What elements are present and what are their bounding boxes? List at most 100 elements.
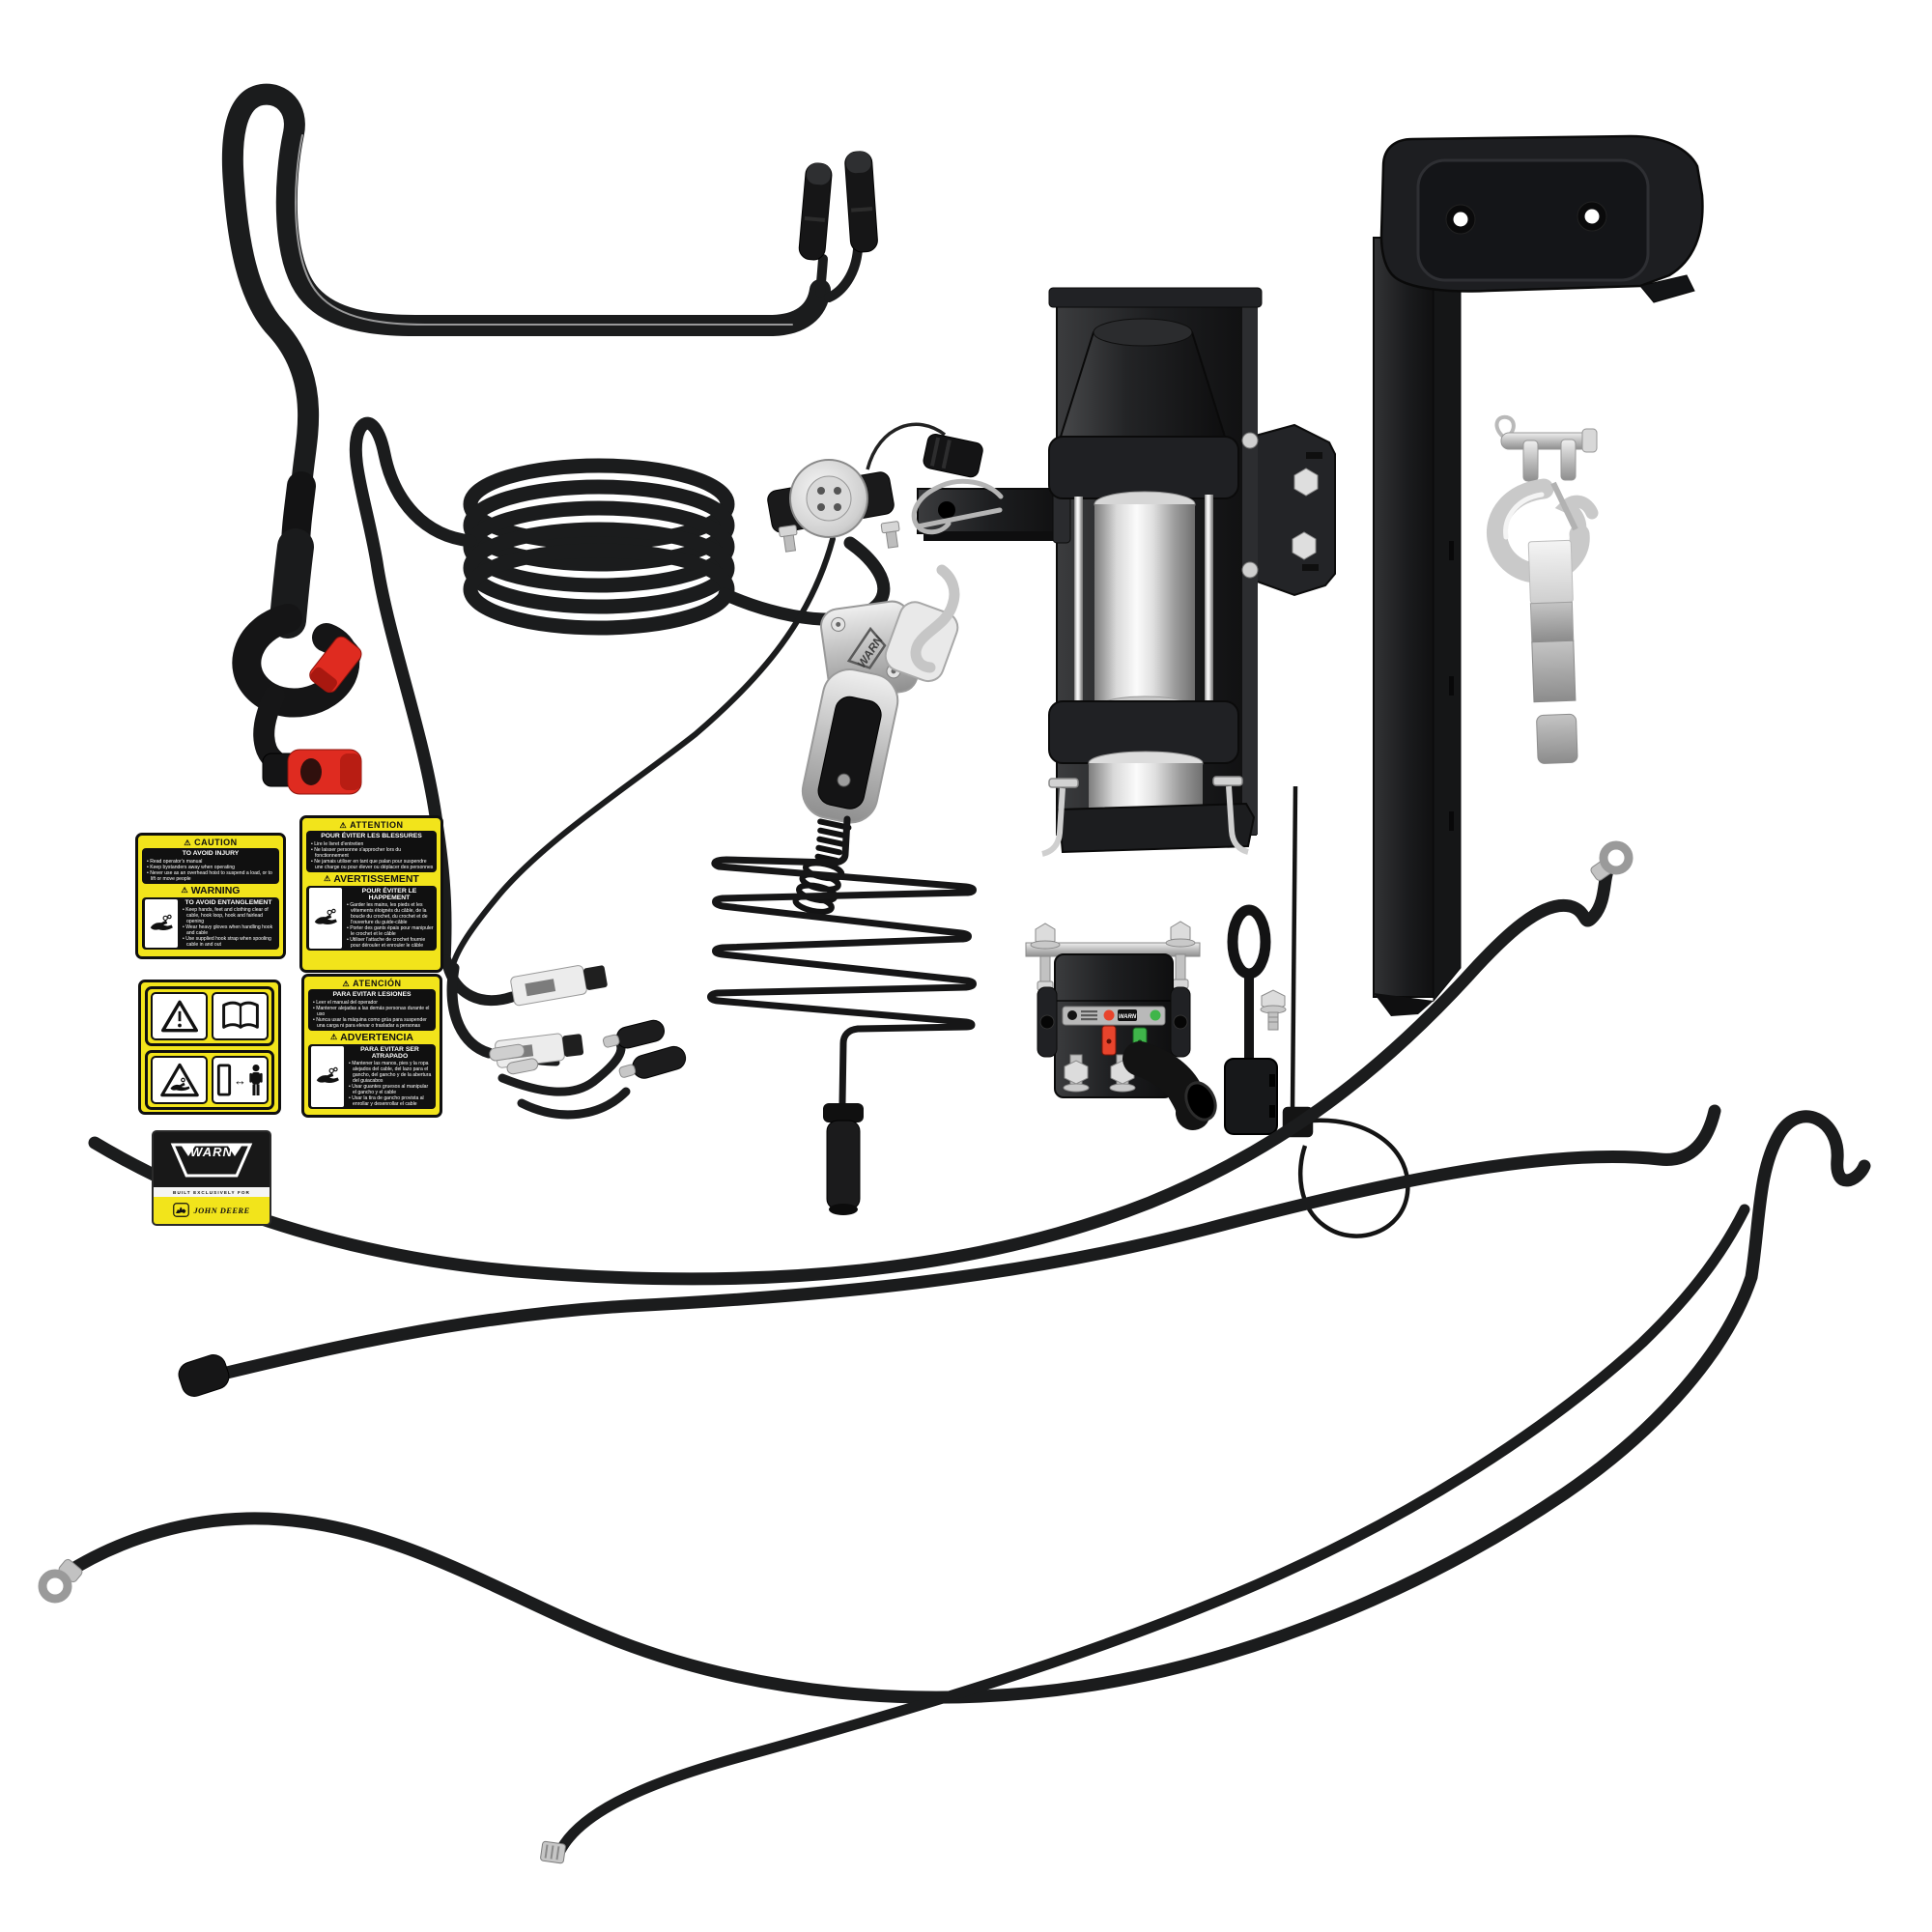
backplate-top-flange <box>1048 287 1263 308</box>
warning-item: Use supplied hook strap when spooling ca… <box>183 936 276 948</box>
harness-connector-cluster <box>440 954 631 1120</box>
cover-hole-1 <box>1445 204 1476 235</box>
caution-body: TO AVOID INJURY Read operator's manual K… <box>142 848 279 884</box>
warning-body: TO AVOID ENTANGLEMENT Keep hands, feet a… <box>142 896 279 950</box>
advertencia-item: Mantener las manos, pies y la ropa aleja… <box>349 1061 433 1084</box>
avertissement-title: AVERTISSEMENT <box>333 872 419 885</box>
cable-boot-end <box>178 1354 230 1397</box>
advertencia-heading: PARA EVITAR SER ATRAPADO <box>360 1045 419 1060</box>
harness-plug-1 <box>798 162 833 261</box>
hitch-pin <box>910 564 960 673</box>
avertissement-item: Utiliser l'attache de crochet fournie po… <box>347 937 434 949</box>
terminal-stud-1 <box>1063 1054 1090 1093</box>
attention-title: ATTENTION <box>350 820 404 830</box>
keep-distance-icon: ↔ <box>212 1056 269 1104</box>
switch-lever-assembly <box>232 471 362 795</box>
cable-to-connector <box>554 1204 1750 1857</box>
remote-button <box>837 773 851 787</box>
warning-triangle-icon <box>151 992 208 1040</box>
power-dot <box>1067 1010 1077 1020</box>
atencion-item: Leer el manual del operador <box>313 1000 433 1006</box>
boom-cover-flap <box>1639 274 1695 303</box>
deere-logo-icon <box>173 1203 190 1217</box>
attention-item: Lire le livret d'entretien <box>311 841 434 847</box>
green-indicator <box>1150 1009 1161 1021</box>
advertencia-item: Usar la tira de gancho provista al enrol… <box>349 1095 433 1107</box>
caution-title: CAUTION <box>194 838 238 847</box>
advertencia-title: ADVERTENCIA <box>340 1031 413 1043</box>
bullet-terminal-2 <box>506 1058 539 1075</box>
manual-book-icon <box>212 992 269 1040</box>
label-caution-english: ⚠ CAUTION TO AVOID INJURY Read operator'… <box>135 833 286 959</box>
attention-body: POUR ÉVITER LES BLESSURES Lire le livret… <box>306 831 437 872</box>
connector-wire-2 <box>824 244 863 302</box>
atencion-item: Mantener alejadas a las demás personas d… <box>313 1006 433 1017</box>
bracket-bolt-2 <box>1292 531 1317 560</box>
caution-heading: TO AVOID INJURY <box>182 850 240 858</box>
label-atencion-spanish: ⚠ ATENCIÓN PARA EVITAR LESIONES Leer el … <box>301 974 442 1118</box>
contactor-ear-right <box>1170 986 1191 1058</box>
red-indicator <box>1103 1009 1115 1021</box>
cable-to-ring-right <box>88 865 1614 1286</box>
upper-clamp <box>1048 436 1239 499</box>
john-deere-row: JOHN DEERE <box>154 1197 270 1224</box>
cable-long-ground <box>57 1110 1871 1704</box>
flange-bolt <box>1260 989 1287 1031</box>
clevis-hook <box>1486 414 1599 764</box>
attention-item: Ne laisser personne s'approcher lors du … <box>311 847 434 859</box>
red-terminal-cap <box>309 636 362 694</box>
caution-item: Read operator's manual <box>147 859 276 865</box>
alert-triangle-icon: ⚠ <box>342 979 351 988</box>
remote-grip <box>817 696 882 810</box>
pin-clip <box>911 478 1004 535</box>
power-lead-harness <box>221 83 863 498</box>
bullet-boot-1 <box>602 1019 666 1049</box>
warning-title: WARNING <box>190 884 241 896</box>
contactor-assembly: WARN <box>1025 921 1217 1130</box>
warning-item: Wear heavy gloves when handling hook and… <box>183 924 276 936</box>
harness-strand-gap <box>295 134 793 326</box>
contactor-badge: WARN <box>1118 1009 1137 1021</box>
caution-item: Never use as an overhead hoist to suspen… <box>147 870 276 882</box>
harness-plug-2 <box>844 151 878 253</box>
atencion-body: PARA EVITAR LESIONES Leer el manual del … <box>308 989 436 1031</box>
socket-bolt-left <box>778 525 798 553</box>
cover-hole-2 <box>1577 201 1607 232</box>
warning-heading: TO AVOID ENTANGLEMENT <box>185 898 272 906</box>
label-warn-brand: WARN BUILT EXCLUSIVELY FOR JOHN DEERE <box>152 1130 271 1226</box>
alert-triangle-icon: ⚠ <box>184 838 192 847</box>
bracket-bolt-left <box>1030 923 1061 991</box>
built-for-text: BUILT EXCLUSIVELY FOR <box>154 1187 270 1197</box>
socket-bolt-right <box>880 521 900 549</box>
cord-plug <box>823 1103 864 1215</box>
person-icon <box>249 1065 263 1095</box>
winch-drum <box>1094 504 1195 709</box>
winch-assembly <box>910 287 1336 857</box>
red-elbow-terminal <box>287 749 362 795</box>
arrows-icon: ↔ <box>234 1072 246 1088</box>
svg-text:WARN: WARN <box>1119 1014 1137 1020</box>
boom-tube-side <box>1433 244 1462 1003</box>
john-deere-text: JOHN DEERE <box>193 1205 250 1215</box>
remote-control: WARN <box>792 600 959 915</box>
ring-terminal-left <box>38 1558 83 1604</box>
hand-crush-icon <box>309 887 342 949</box>
label-pictograms: ↔ <box>138 980 281 1115</box>
side-bracket <box>1251 423 1336 597</box>
hand-crush-triangle-icon <box>151 1056 208 1104</box>
connector-wire-1 <box>815 254 828 298</box>
harness-cable <box>221 83 831 498</box>
clamp-screw-left <box>1041 778 1079 857</box>
boom-cover-panel <box>1416 158 1650 282</box>
socket-thin-wire <box>449 536 836 971</box>
warn-logo-text: WARN <box>190 1145 233 1159</box>
alert-triangle-icon: ⚠ <box>339 820 348 830</box>
atencion-item: Nunca usar la máquina como grúa para sus… <box>313 1017 433 1029</box>
advertencia-item: Usar guantes gruesos al manipular el gan… <box>349 1084 433 1095</box>
boom-tube-tip <box>1374 993 1434 1016</box>
avertissement-heading: POUR ÉVITER LE HAPPEMENT <box>361 887 417 901</box>
pull-strap <box>1224 904 1278 1135</box>
battery-cables <box>57 865 1871 1857</box>
